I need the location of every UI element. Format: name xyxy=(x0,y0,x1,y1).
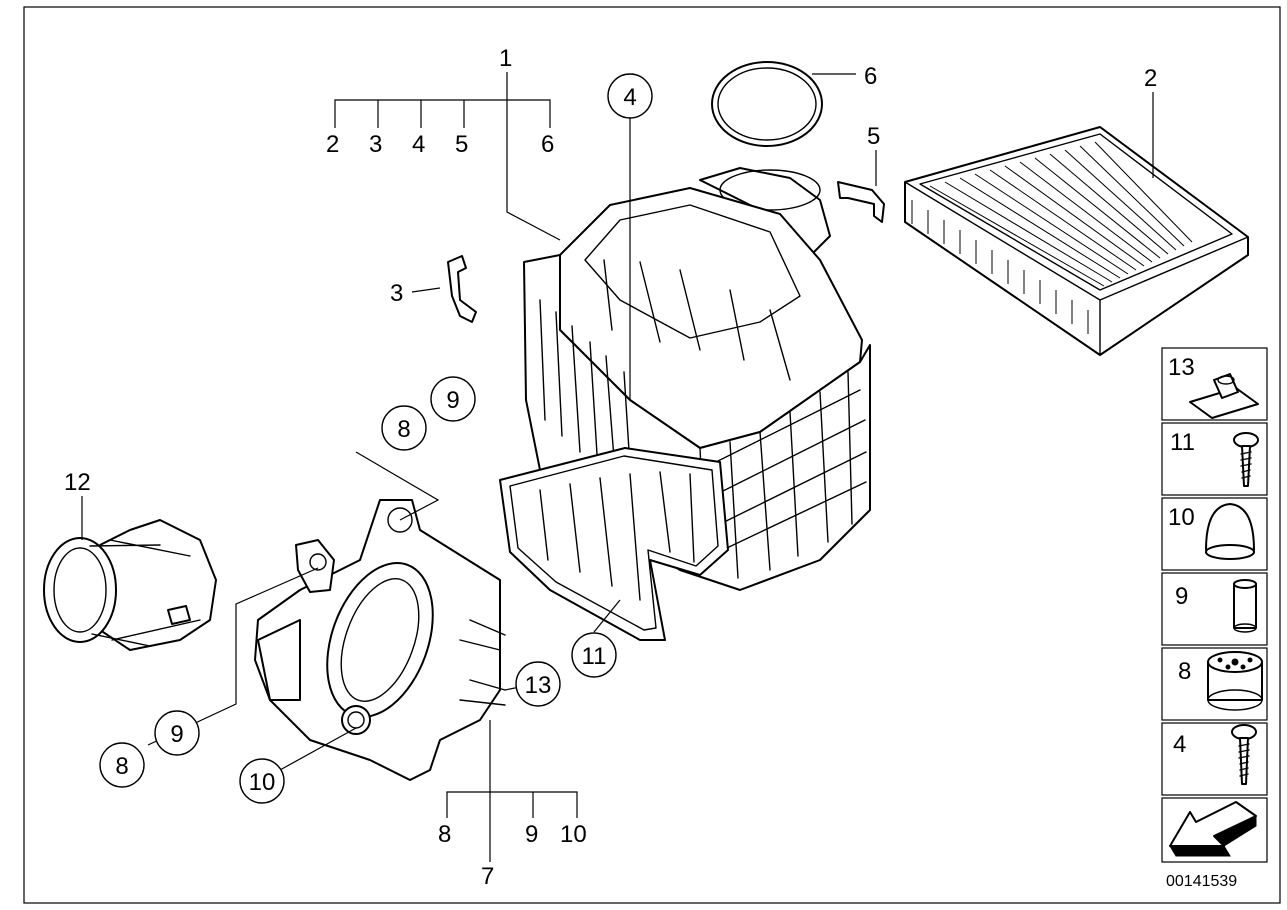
label-10-bottom: 10 xyxy=(560,821,587,848)
label-12: 12 xyxy=(64,469,91,496)
clip-5 xyxy=(837,181,885,223)
side-item-8: 8 xyxy=(1161,647,1268,721)
arrow-icon xyxy=(1169,801,1257,857)
rubber-cap-icon xyxy=(1205,503,1255,560)
callout-8-top: 8 xyxy=(381,405,427,451)
svg-text:13: 13 xyxy=(1168,354,1195,381)
side-item-9: 9 xyxy=(1161,572,1268,646)
label-3: 3 xyxy=(390,280,403,307)
air-filter-element xyxy=(904,126,1249,356)
sleeve-icon xyxy=(1233,579,1257,633)
svg-text:10: 10 xyxy=(249,769,276,796)
label-5: 5 xyxy=(867,123,880,150)
svg-text:8: 8 xyxy=(115,753,128,780)
diagram-code: 00141539 xyxy=(1166,873,1237,890)
svg-text:11: 11 xyxy=(582,643,607,670)
label-6: 6 xyxy=(864,63,877,90)
callout-10: 10 xyxy=(239,758,285,804)
clip-3 xyxy=(447,255,477,323)
side-panel: 13 11 10 xyxy=(1161,347,1268,863)
svg-text:4: 4 xyxy=(623,84,636,111)
side-item-13: 13 xyxy=(1161,347,1268,421)
air-flow-meter-12 xyxy=(43,519,217,651)
svg-text:11: 11 xyxy=(1170,429,1195,456)
label-3-sub: 3 xyxy=(369,131,382,158)
label-7: 7 xyxy=(481,863,494,890)
side-item-arrow xyxy=(1161,797,1268,863)
label-2-sub: 2 xyxy=(326,131,339,158)
label-5-sub: 5 xyxy=(455,131,468,158)
svg-text:9: 9 xyxy=(1175,583,1188,610)
intake-pipe-7 xyxy=(254,499,506,781)
callout-8-bottom: 8 xyxy=(99,742,145,788)
air-filter-housing xyxy=(499,167,871,641)
callout-13: 13 xyxy=(515,661,561,707)
svg-text:8: 8 xyxy=(397,416,410,443)
callout-9-bottom: 9 xyxy=(154,710,200,756)
svg-text:13: 13 xyxy=(525,672,552,699)
side-item-10: 10 xyxy=(1161,497,1268,571)
label-9-bottom: 9 xyxy=(525,821,538,848)
svg-text:9: 9 xyxy=(446,387,459,414)
label-2: 2 xyxy=(1144,65,1157,92)
label-4-sub: 4 xyxy=(412,131,425,158)
clip-nut-icon xyxy=(1189,373,1259,419)
screw-icon xyxy=(1231,724,1257,785)
label-8-bottom: 8 xyxy=(438,821,451,848)
diagram-frame xyxy=(23,6,1281,904)
label-1: 1 xyxy=(499,45,512,72)
svg-text:4: 4 xyxy=(1173,731,1186,758)
svg-text:10: 10 xyxy=(1168,504,1195,531)
callout-9-top: 9 xyxy=(430,376,476,422)
seal-ring xyxy=(711,61,823,147)
callout-11: 11 xyxy=(571,632,617,678)
svg-text:9: 9 xyxy=(170,721,183,748)
label-6-sub: 6 xyxy=(541,131,554,158)
callout-4: 4 xyxy=(607,73,653,119)
side-item-4: 4 xyxy=(1161,722,1268,796)
side-item-11: 11 xyxy=(1161,422,1268,496)
rubber-mount-icon xyxy=(1207,651,1263,711)
screw-icon xyxy=(1233,432,1259,487)
svg-text:8: 8 xyxy=(1178,658,1191,685)
